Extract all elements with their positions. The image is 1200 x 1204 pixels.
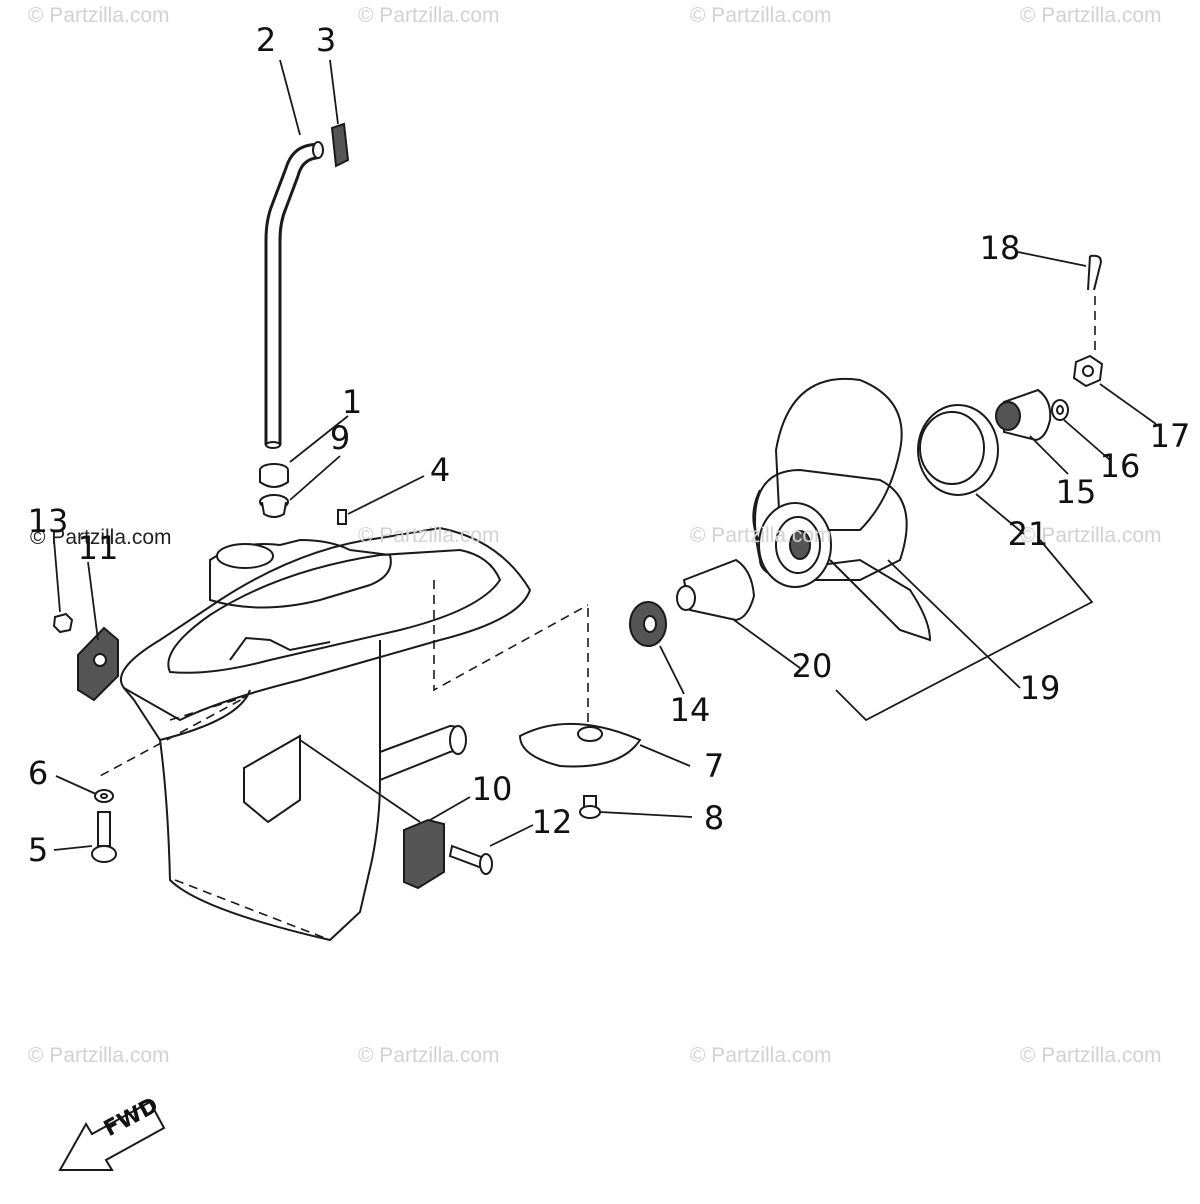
callout-5: 5 xyxy=(27,831,49,869)
watermark: © Partzilla.com xyxy=(358,1044,500,1067)
clip xyxy=(330,122,350,168)
bolt xyxy=(91,811,117,863)
fwd-arrow-icon xyxy=(58,1100,166,1171)
callout-7: 7 xyxy=(703,747,725,785)
watermark: © Partzilla.com xyxy=(358,524,500,547)
callout-15: 15 xyxy=(1055,473,1097,511)
callout-14: 14 xyxy=(669,691,711,729)
watermark: © Partzilla.com xyxy=(30,526,172,549)
anode-plate xyxy=(77,626,119,702)
watermark: © Partzilla.com xyxy=(1020,1044,1162,1067)
callout-2: 2 xyxy=(255,21,277,59)
callout-21: 21 xyxy=(1007,515,1049,553)
nut xyxy=(52,612,74,634)
callout-3: 3 xyxy=(315,21,337,59)
thrust-washer xyxy=(629,601,667,647)
water-tube xyxy=(264,141,324,449)
watermark: © Partzilla.com xyxy=(28,1044,170,1067)
watermark: © Partzilla.com xyxy=(690,1044,832,1067)
leader-lines xyxy=(53,59,1157,851)
callout-1: 1 xyxy=(341,383,363,421)
prop-washer xyxy=(1051,399,1069,421)
callout-12: 12 xyxy=(531,803,573,841)
callout-18: 18 xyxy=(979,229,1021,267)
watermark: © Partzilla.com xyxy=(690,524,832,547)
seal xyxy=(259,494,289,518)
callout-19: 19 xyxy=(1019,669,1061,707)
propeller xyxy=(752,377,932,642)
callout-8: 8 xyxy=(703,799,725,837)
dowel-pin xyxy=(337,509,347,525)
watermark: © Partzilla.com xyxy=(690,4,832,27)
callout-6: 6 xyxy=(27,754,49,792)
lower-casing xyxy=(99,526,589,942)
watermark: © Partzilla.com xyxy=(358,4,500,27)
trim-tab xyxy=(518,723,642,768)
screw xyxy=(448,844,493,875)
callout-4: 4 xyxy=(429,451,451,489)
watermark: © Partzilla.com xyxy=(28,4,170,27)
grommet xyxy=(259,463,289,488)
callout-10: 10 xyxy=(471,770,513,808)
callout-11: 11 xyxy=(77,529,119,567)
callout-20: 20 xyxy=(791,647,833,685)
cotter-pin xyxy=(1087,254,1102,350)
watermark: © Partzilla.com xyxy=(1020,524,1162,547)
trim-tab-bolt xyxy=(579,795,601,819)
washer xyxy=(94,789,114,803)
spacer xyxy=(676,558,756,622)
prop-nut xyxy=(1072,354,1104,388)
spacer-ring xyxy=(917,404,999,496)
callout-16: 16 xyxy=(1099,447,1141,485)
watermark: © Partzilla.com xyxy=(1020,4,1162,27)
prop-spacer xyxy=(995,388,1052,442)
callout-17: 17 xyxy=(1149,417,1191,455)
callout-13: 13 xyxy=(27,502,69,540)
side-anode xyxy=(403,818,445,890)
callout-9: 9 xyxy=(329,419,351,457)
